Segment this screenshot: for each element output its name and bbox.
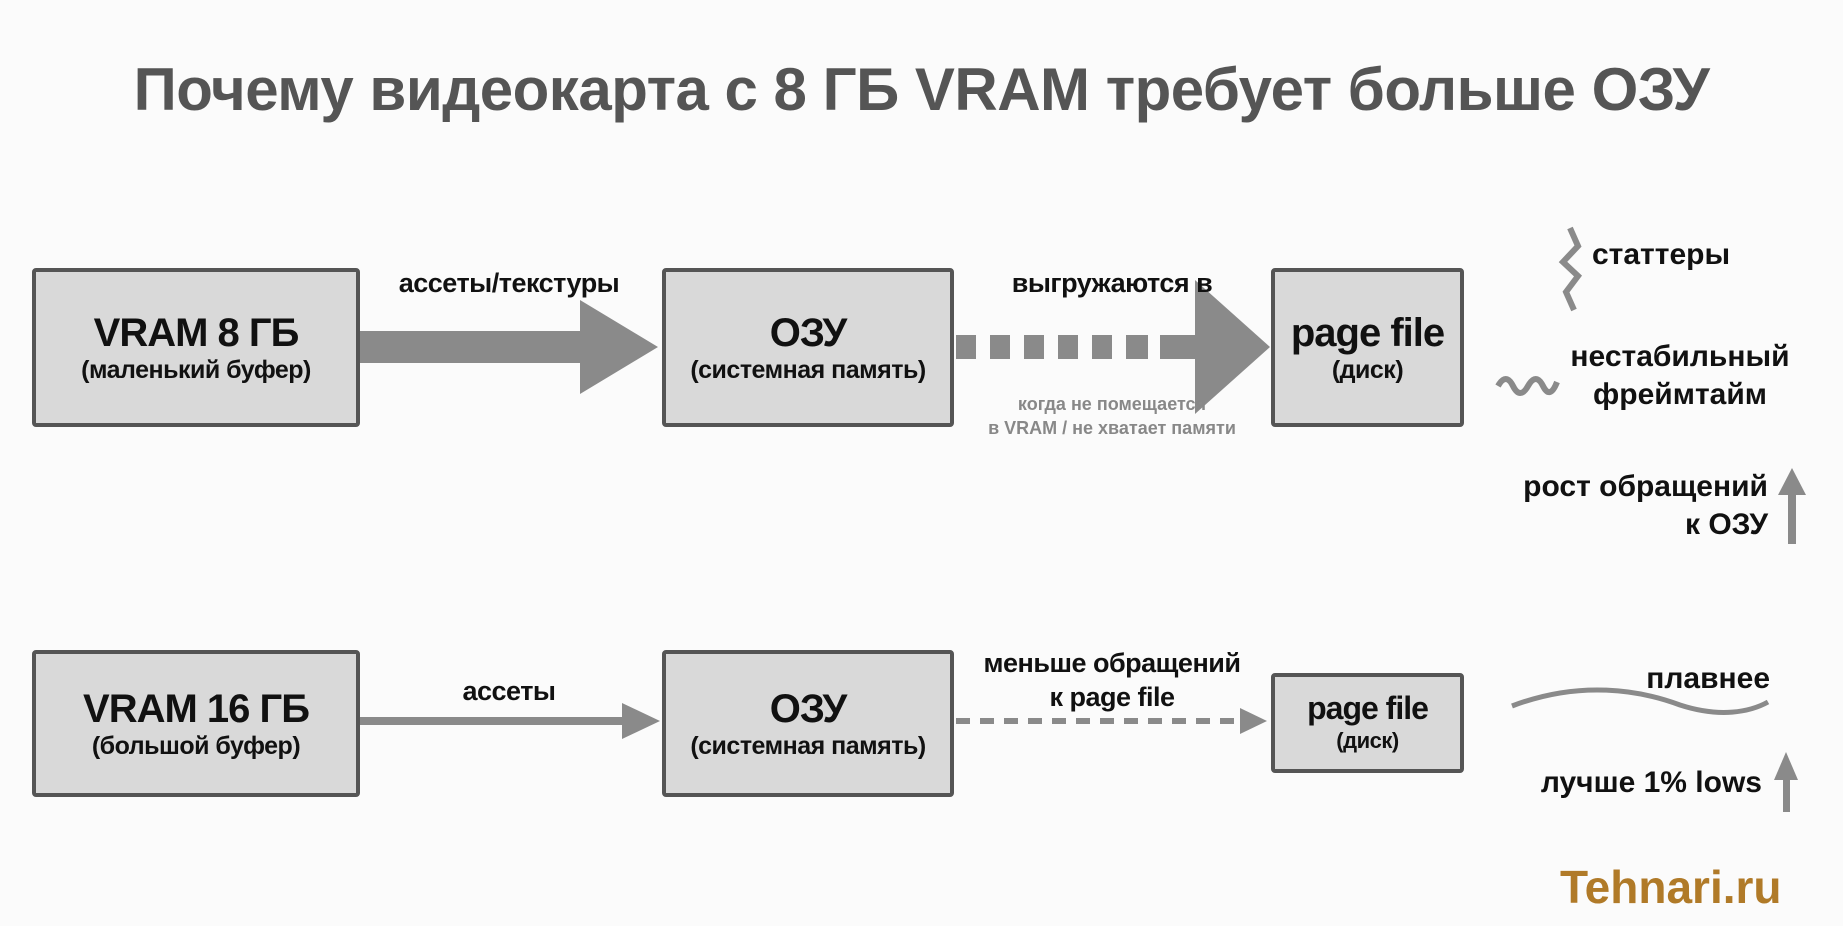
unstable-wave-icon xyxy=(1495,376,1560,396)
box-title: ОЗУ xyxy=(769,686,848,731)
label-line: фреймтайм xyxy=(1593,378,1767,411)
box-subtitle: (диск) xyxy=(1331,355,1404,384)
arrow-vram16-to-ram xyxy=(360,703,660,739)
arrow-label-assets: ассеты xyxy=(462,676,557,706)
brand-logo: Tehnari.ru xyxy=(1560,861,1782,913)
lows-label: лучше 1% lows xyxy=(1540,766,1762,799)
box-subtitle: (системная память) xyxy=(690,355,926,384)
arrow-label-assets-textures: ассеты/текстуры xyxy=(398,268,620,298)
stutter-label: статтеры xyxy=(1592,238,1731,271)
ram-box: ОЗУ (системная память) xyxy=(662,268,954,427)
up-arrow-icon xyxy=(1774,752,1798,812)
box-title: VRAM 8 ГБ xyxy=(93,310,300,355)
arrow-label-less-access: меньше обращений к page file xyxy=(954,646,1270,714)
box-subtitle: (системная память) xyxy=(690,731,926,760)
label-line: к ОЗУ xyxy=(1685,508,1768,541)
label-line: к page file xyxy=(1049,682,1175,712)
box-title: ОЗУ xyxy=(769,310,848,355)
smoother-label: плавнее xyxy=(1646,662,1770,695)
smooth-curve-icon xyxy=(1511,687,1770,715)
arrow-label-offload: выгружаются в xyxy=(1011,268,1213,298)
box-title: page file xyxy=(1290,310,1445,355)
label-line: рост обращений xyxy=(1523,470,1768,503)
dashed-arrow-ram-to-pagefile-16 xyxy=(956,708,1267,734)
up-arrow-icon xyxy=(1778,468,1806,544)
box-title: page file xyxy=(1307,690,1429,726)
note-line: в VRAM / не хватает памяти xyxy=(988,418,1236,438)
arrow-vram-to-ram xyxy=(360,300,658,394)
dashed-arrow-ram-to-pagefile xyxy=(956,280,1270,414)
pagefile-box: page file (диск) xyxy=(1271,268,1464,427)
note-line: когда не помещается xyxy=(1017,394,1207,414)
label-line: меньше обращений xyxy=(983,648,1241,678)
vram-16gb-box: VRAM 16 ГБ (большой буфер) xyxy=(32,650,360,797)
arrow-note: когда не помещается в VRAM / не хватает … xyxy=(954,392,1270,440)
page-title: Почему видеокарта с 8 ГБ VRAM требует бо… xyxy=(133,56,1710,123)
box-title: VRAM 16 ГБ xyxy=(83,686,310,731)
ram-access-label: рост обращений к ОЗУ xyxy=(1466,468,1768,544)
box-subtitle: (большой буфер) xyxy=(91,731,301,760)
box-subtitle: (маленький буфер) xyxy=(81,355,311,384)
box-subtitle: (диск) xyxy=(1336,728,1399,753)
frametime-label: нестабильный фреймтайм xyxy=(1560,338,1800,414)
stutter-zigzag-icon xyxy=(1558,226,1583,312)
vram-8gb-box: VRAM 8 ГБ (маленький буфер) xyxy=(32,268,360,427)
ram-box: ОЗУ (системная память) xyxy=(662,650,954,797)
label-line: нестабильный xyxy=(1570,340,1790,373)
pagefile-box: page file (диск) xyxy=(1271,673,1464,773)
